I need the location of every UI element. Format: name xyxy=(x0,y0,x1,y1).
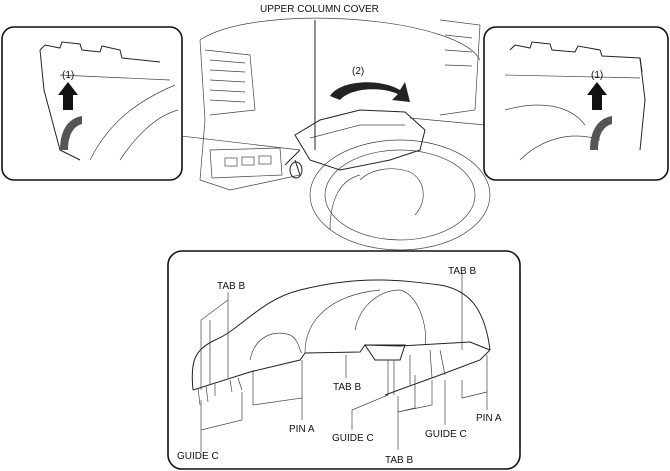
upper-column-cover-label: UPPER COLUMN COVER xyxy=(260,4,379,15)
tab-b-label: TAB B xyxy=(385,455,413,466)
up-arrow-icon xyxy=(587,82,607,110)
pin-a-label: PIN A xyxy=(476,413,502,424)
rotate-arrow-icon xyxy=(330,82,410,102)
up-arrow-icon xyxy=(58,82,78,110)
step-1-left-label: (1) xyxy=(62,70,74,81)
callout-labels: TAB B TAB B TAB B TAB B PIN A PIN A GUID… xyxy=(177,266,502,466)
step-1-right-label: (1) xyxy=(591,70,603,81)
left-detail-panel: (1) xyxy=(1,26,183,181)
guide-c-label: GUIDE C xyxy=(332,433,374,444)
right-detail-panel: (1) xyxy=(483,26,669,181)
cover-underside-detail-panel xyxy=(167,250,521,470)
guide-c-label: GUIDE C xyxy=(425,429,467,440)
tab-b-label: TAB B xyxy=(333,382,361,393)
step-2-label: (2) xyxy=(352,66,364,77)
dashboard-steering-illustration xyxy=(129,17,491,251)
tab-b-label: TAB B xyxy=(217,281,245,292)
guide-c-label: GUIDE C xyxy=(177,451,219,462)
pin-a-label: PIN A xyxy=(289,424,315,435)
tab-b-label: TAB B xyxy=(448,266,476,277)
